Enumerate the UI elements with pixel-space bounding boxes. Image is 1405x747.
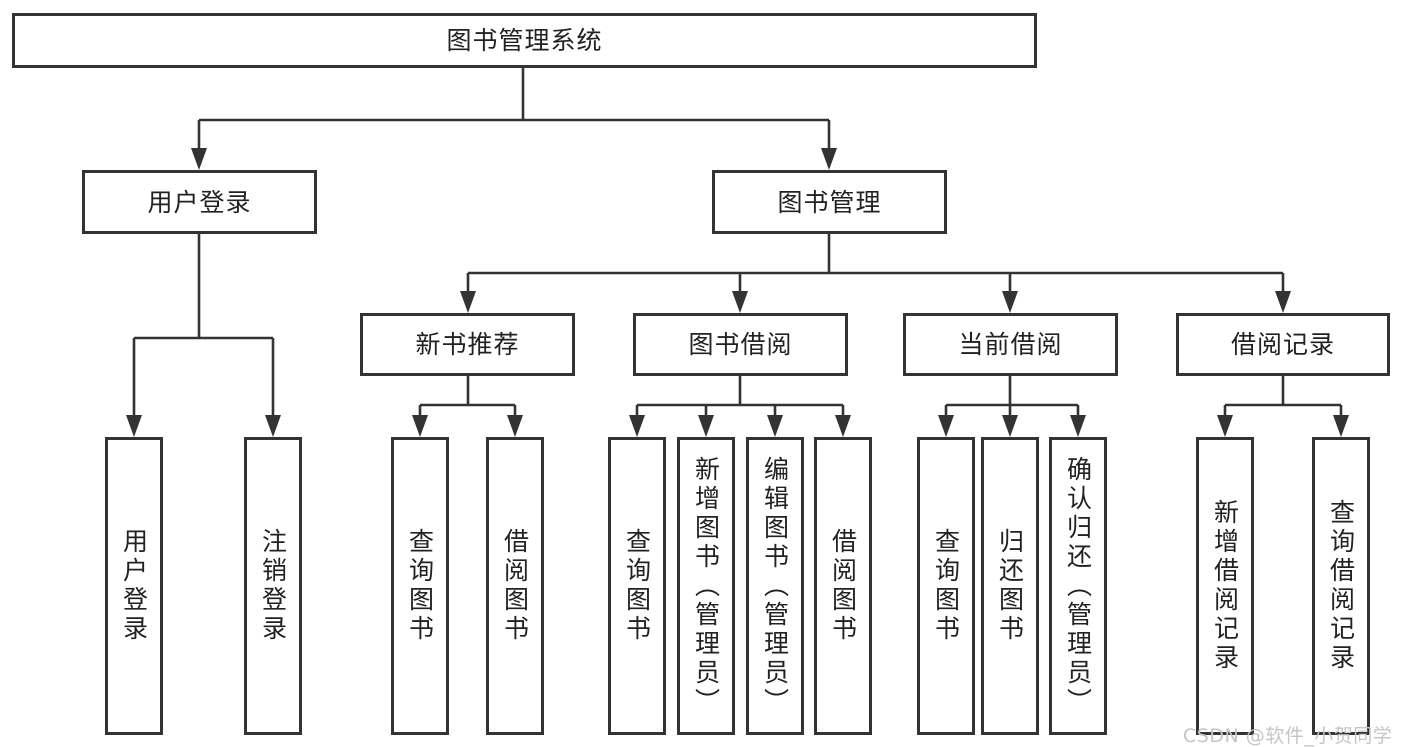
- node-label: 图书管理: [777, 187, 882, 217]
- node-book-borrowing: 图书借阅: [633, 313, 848, 376]
- leaf-confirm-return-admin: 确认归还（管理员）: [1049, 437, 1107, 735]
- leaf-query-books-current: 查询图书: [917, 437, 975, 735]
- node-label: 图书管理系统: [446, 26, 603, 55]
- node-library-management-system: 图书管理系统: [12, 13, 1037, 68]
- node-label: 编辑图书（管理员）: [760, 455, 790, 717]
- node-label: 注销登录: [258, 528, 288, 644]
- node-label: 归还图书: [995, 528, 1025, 644]
- node-label: 新增图书（管理员）: [691, 455, 721, 717]
- leaf-borrow-books-recommend: 借阅图书: [486, 437, 544, 735]
- node-label: 查询借阅记录: [1326, 499, 1356, 673]
- node-new-book-recommend: 新书推荐: [360, 313, 575, 376]
- node-label: 图书借阅: [688, 330, 793, 359]
- leaf-return-books: 归还图书: [981, 437, 1039, 735]
- leaf-add-books-admin: 新增图书（管理员）: [677, 437, 735, 735]
- leaf-logout-login: 注销登录: [244, 437, 302, 735]
- leaf-edit-books-admin: 编辑图书（管理员）: [746, 437, 804, 735]
- node-label: 借阅记录: [1230, 330, 1335, 359]
- node-label: 用户登录: [119, 528, 149, 644]
- leaf-user-login: 用户登录: [105, 437, 163, 735]
- arrowheads: [126, 148, 1349, 437]
- leaf-query-borrow-record: 查询借阅记录: [1312, 437, 1370, 735]
- node-label: 当前借阅: [958, 330, 1063, 359]
- leaf-borrow-books-borrowing: 借阅图书: [814, 437, 872, 735]
- csdn-watermark: CSDN @软件_小贺同学: [1183, 725, 1393, 747]
- node-user-login: 用户登录: [82, 170, 317, 234]
- node-label: 查询图书: [622, 528, 652, 644]
- node-label: 借阅图书: [500, 528, 530, 644]
- node-current-borrowing: 当前借阅: [903, 313, 1118, 376]
- node-label: 用户登录: [147, 187, 252, 217]
- node-label: 新增借阅记录: [1210, 499, 1240, 673]
- node-label: 借阅图书: [828, 528, 858, 644]
- leaf-query-books-borrowing: 查询图书: [608, 437, 666, 735]
- node-label: 确认归还（管理员）: [1063, 455, 1093, 717]
- node-label: 查询图书: [931, 528, 961, 644]
- node-book-management: 图书管理: [712, 170, 947, 234]
- leaf-query-books-recommend: 查询图书: [391, 437, 449, 735]
- leaf-add-borrow-record: 新增借阅记录: [1196, 437, 1254, 735]
- node-label: 新书推荐: [415, 330, 520, 359]
- node-label: 查询图书: [405, 528, 435, 644]
- node-borrowing-records: 借阅记录: [1176, 313, 1390, 376]
